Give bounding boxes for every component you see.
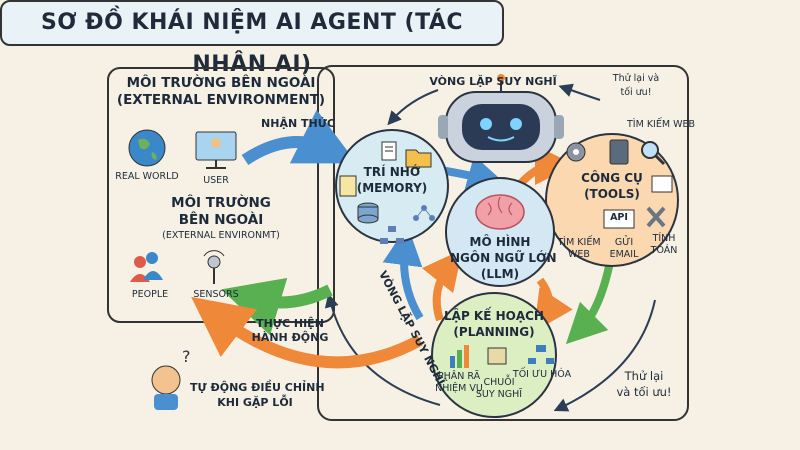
document-icon	[381, 141, 397, 161]
perception-label: NHẬN THỨC	[261, 117, 335, 130]
search-icon	[641, 141, 666, 166]
external-title-en: (EXTERNAL ENVIRONMENT)	[116, 92, 326, 108]
thinking-loop-side-arrow	[324, 293, 441, 406]
chain-label-2: SUY NGHĨ	[475, 389, 523, 400]
llm-label-3: (LLM)	[480, 267, 520, 281]
agent-system-box	[317, 65, 689, 421]
retry-top-label-2: tối ưu!	[620, 87, 652, 98]
network-icon	[413, 205, 435, 221]
notes-icon	[339, 175, 357, 197]
planning-label: LẬP KẾ HOẠCH	[444, 309, 544, 323]
people-icon	[130, 252, 163, 282]
globe-icon	[128, 129, 166, 167]
llm-label-1: MÔ HÌNH	[469, 235, 531, 249]
retry-bottom-label-2: và tối ưu!	[616, 385, 672, 399]
planning-to-memory-arrow	[382, 225, 424, 321]
page-title: SƠ ĐỒ KHÁI NIỆM AI AGENT (TÁC NHÂN AI)	[0, 0, 504, 77]
real-world-label: REAL WORLD	[115, 171, 179, 182]
external-subtitle-en: (EXTERNAL ENVIRONMT)	[162, 230, 280, 241]
self-correct-label-1: TỰ ĐỘNG ĐIỀU CHỈNH	[190, 381, 325, 394]
decompose-label-2: NHIỆM VỤ	[435, 383, 483, 394]
self-correct-arrow	[191, 296, 423, 369]
wrench-icon	[646, 206, 666, 228]
tools-label-en: (TOOLS)	[584, 187, 640, 201]
api-icon	[603, 209, 635, 229]
chain-label-1: CHUỖI	[483, 377, 515, 388]
calculator-icon	[609, 139, 629, 165]
map-icon	[487, 347, 507, 365]
email-label-2: EMAIL	[609, 249, 639, 260]
api-label: API	[610, 212, 628, 223]
sensors-label: SENSORS	[193, 289, 239, 300]
planning-to-llm-arrow	[421, 249, 463, 322]
thinking-loop-top-label: VÒNG LẶP SUY NGHĨ	[429, 75, 557, 88]
flow-chart-icon	[528, 345, 554, 364]
robot-icon	[438, 74, 564, 163]
hierarchy-icon	[380, 226, 404, 244]
memory-label-en: (MEMORY)	[356, 181, 428, 195]
perception-arrow	[241, 109, 357, 166]
retry-bottom-label-1: Thử lại	[624, 369, 664, 383]
user-label: USER	[203, 175, 229, 186]
web-search-top-label: TÌM KIẾM WEB	[627, 119, 695, 130]
email-label-1: GỬI	[614, 237, 634, 248]
thinking-loop-top-arrow	[387, 89, 439, 126]
compute-label-1: TÍNH	[652, 233, 676, 244]
decompose-label-1: PHÂN RÃ	[437, 371, 481, 382]
optimize-label: TỐI ƯU HÓA	[512, 369, 572, 380]
code-icon	[651, 175, 673, 193]
tools-circle	[545, 133, 679, 267]
memory-label: TRÍ NHỚ	[363, 165, 421, 179]
compute-label-2: TOÁN	[650, 245, 678, 256]
web-search-label-2: WEB	[568, 249, 590, 260]
llm-to-planning-arrow	[533, 277, 573, 332]
llm-label-2: NGÔN NGỮ LỚN	[450, 251, 557, 265]
people-label: PEOPLE	[131, 289, 169, 300]
tools-label: CÔNG CỤ	[581, 171, 643, 185]
planning-label-en: (PLANNING)	[453, 325, 535, 339]
web-search-label-1: TÌM KIẾM	[557, 237, 601, 248]
retry-bottom-arrow	[553, 299, 656, 412]
sensor-icon	[203, 250, 225, 284]
action-label-1: THỰC HIỆN	[256, 317, 324, 330]
bar-chart-icon	[450, 345, 469, 368]
database-icon	[357, 202, 379, 224]
external-subtitle-1: MÔI TRƯỜNG	[171, 195, 271, 211]
action-arrow	[221, 277, 333, 336]
external-subtitle-2: BÊN NGOÀI	[178, 212, 264, 228]
action-label-2: HÀNH ĐỘNG	[251, 331, 329, 344]
svg-text:?: ?	[182, 347, 191, 366]
retry-top-label-1: Thử lại và	[612, 73, 660, 84]
folder-icon	[405, 149, 432, 168]
brain-icon	[475, 194, 525, 230]
confused-person-icon: ?	[151, 347, 191, 410]
user-monitor-icon	[195, 131, 237, 169]
llm-circle	[445, 177, 555, 287]
tools-to-planning-arrow	[565, 261, 614, 345]
retry-top-arrow	[558, 83, 601, 101]
external-title: MÔI TRƯỜNG BÊN NGOÀI	[126, 75, 316, 91]
self-correct-label-2: KHI GẶP LỖI	[217, 396, 293, 409]
gear-icon	[566, 142, 586, 162]
